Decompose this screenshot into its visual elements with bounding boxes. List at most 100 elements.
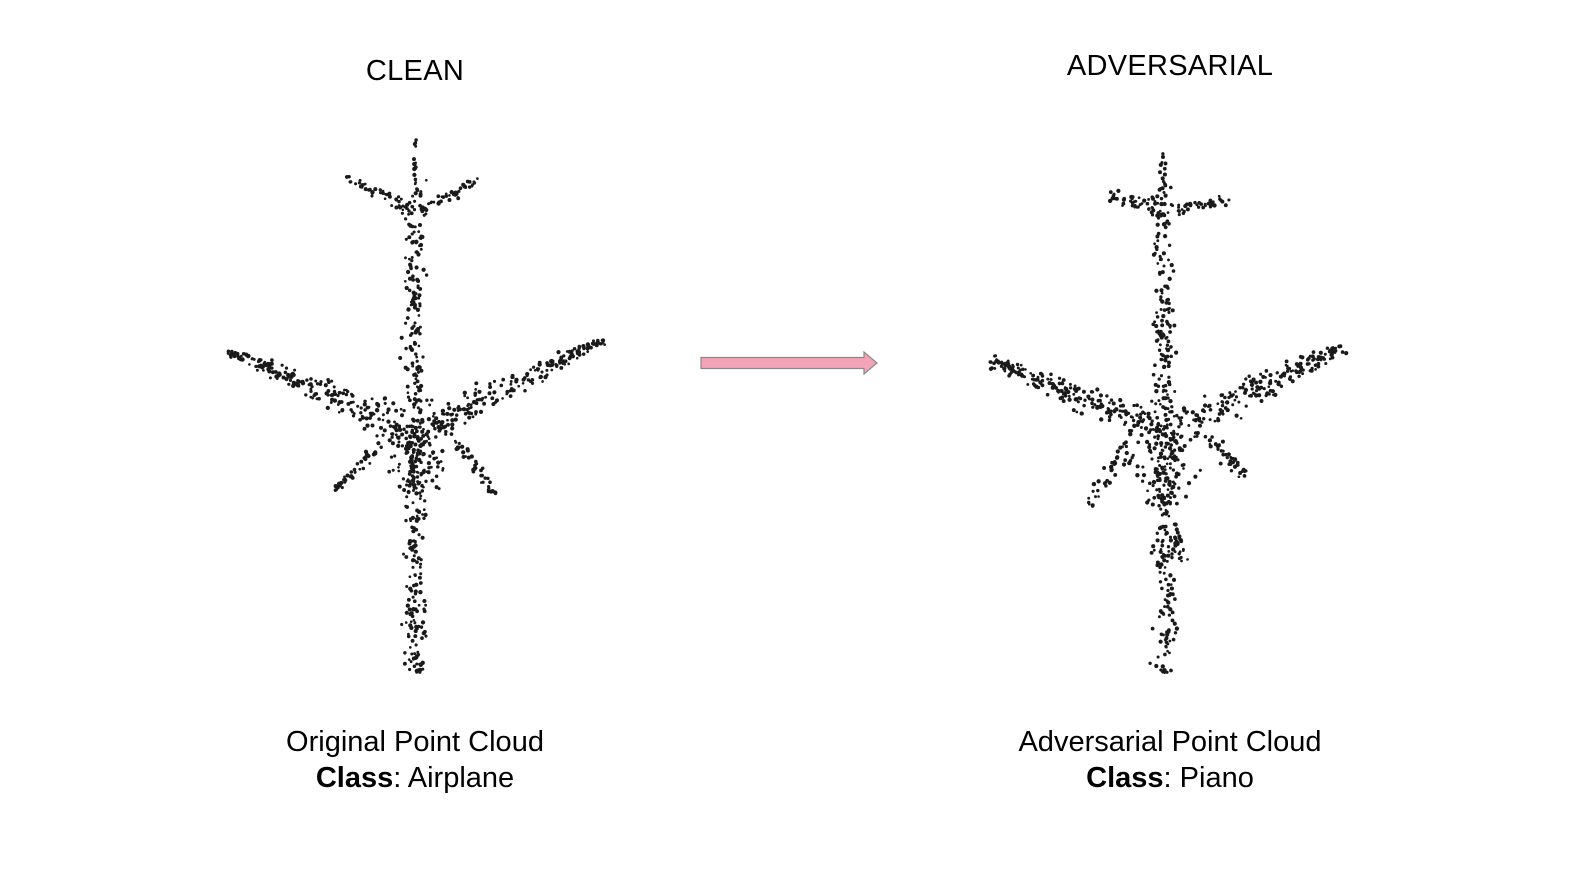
point [363, 408, 367, 412]
point [1172, 431, 1176, 436]
point [1237, 475, 1241, 479]
point [274, 370, 278, 374]
point [415, 359, 419, 363]
point [421, 207, 426, 211]
point [493, 491, 498, 496]
point [1284, 359, 1289, 364]
point [329, 393, 333, 397]
point [1160, 586, 1164, 591]
point [232, 354, 237, 359]
point [1160, 154, 1166, 160]
point [1169, 586, 1174, 591]
point [1175, 501, 1179, 506]
point [1176, 458, 1180, 462]
point [408, 398, 412, 403]
point [1155, 478, 1160, 483]
point [1158, 477, 1162, 480]
point [1284, 363, 1288, 367]
point [414, 464, 419, 469]
point [314, 379, 318, 383]
point [258, 364, 263, 368]
point [346, 401, 351, 406]
point [1159, 352, 1163, 356]
point [1165, 219, 1170, 224]
point [382, 428, 387, 433]
point [567, 362, 571, 366]
point [1179, 434, 1184, 438]
point [1155, 538, 1160, 543]
point [556, 350, 561, 355]
point [416, 326, 421, 332]
point [1071, 408, 1076, 413]
point [370, 194, 374, 198]
point [448, 194, 451, 197]
point [360, 182, 365, 187]
point [549, 359, 553, 364]
point [1058, 396, 1063, 401]
point [406, 478, 410, 482]
point [1193, 200, 1197, 205]
point [1165, 354, 1170, 359]
point [397, 465, 400, 469]
point [526, 378, 531, 382]
point [1136, 440, 1141, 445]
point [1160, 323, 1165, 328]
point [1177, 486, 1181, 490]
point [1240, 470, 1244, 474]
point [1006, 364, 1010, 369]
point [1310, 354, 1315, 359]
point [1244, 377, 1248, 381]
point [600, 338, 604, 342]
point [1155, 234, 1160, 239]
point [559, 365, 564, 370]
point [1148, 443, 1152, 447]
point [1170, 308, 1175, 313]
point [1155, 531, 1159, 535]
point [428, 454, 432, 458]
point [358, 417, 362, 422]
point [1141, 473, 1147, 478]
point [1219, 449, 1224, 453]
point [499, 383, 504, 388]
point [1159, 562, 1164, 567]
point [1114, 407, 1119, 412]
point [510, 389, 514, 393]
point [393, 420, 396, 424]
point [229, 355, 233, 359]
point [1307, 356, 1311, 360]
point [312, 394, 316, 398]
point [411, 364, 415, 368]
point [1147, 445, 1152, 450]
point [1161, 251, 1166, 256]
point [1130, 201, 1135, 205]
point [394, 205, 399, 210]
point [1150, 419, 1154, 423]
clean-class-label: Class [315, 762, 394, 794]
point [1158, 549, 1163, 554]
point [332, 385, 336, 389]
point [1254, 380, 1259, 385]
point [477, 389, 482, 394]
point [409, 464, 413, 468]
point [409, 519, 413, 523]
point [417, 365, 422, 370]
point [330, 379, 334, 383]
point [1159, 444, 1163, 447]
point [413, 549, 418, 554]
point [1261, 374, 1266, 379]
point [1160, 554, 1165, 559]
point [1264, 376, 1267, 379]
point [257, 358, 262, 363]
point [405, 505, 410, 509]
point [413, 177, 418, 182]
point [382, 396, 388, 401]
clean-caption: Original Point Cloud Class: Airplane [155, 724, 675, 796]
point [1165, 604, 1170, 609]
point [351, 400, 355, 404]
point [988, 366, 993, 371]
point [413, 483, 417, 487]
point [418, 565, 422, 569]
point [240, 354, 243, 358]
point [401, 208, 405, 212]
point [418, 443, 423, 448]
